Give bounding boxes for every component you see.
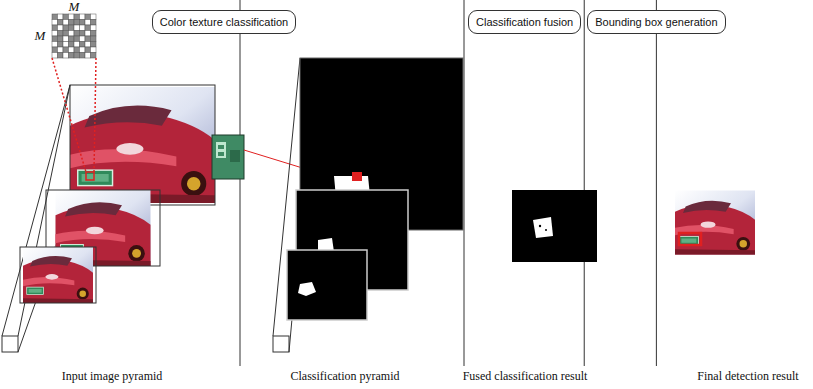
stage-name: Color texture classification bbox=[160, 16, 288, 28]
stage-name: Classification fusion bbox=[476, 16, 573, 28]
dimension-label: M bbox=[35, 29, 46, 43]
stage-box: Bounding box generation bbox=[587, 10, 725, 34]
stage-box: Classification fusion bbox=[468, 10, 581, 34]
panel-caption: Input image pyramid bbox=[62, 369, 163, 383]
panel-caption: Fused classification result bbox=[463, 369, 588, 383]
stage-name: Bounding box generation bbox=[595, 16, 717, 28]
panel-caption: Classification pyramid bbox=[291, 369, 400, 383]
panel-caption: Final detection result bbox=[697, 369, 798, 383]
stage-box: Color texture classification bbox=[152, 10, 296, 34]
dimension-label: M bbox=[69, 0, 80, 14]
